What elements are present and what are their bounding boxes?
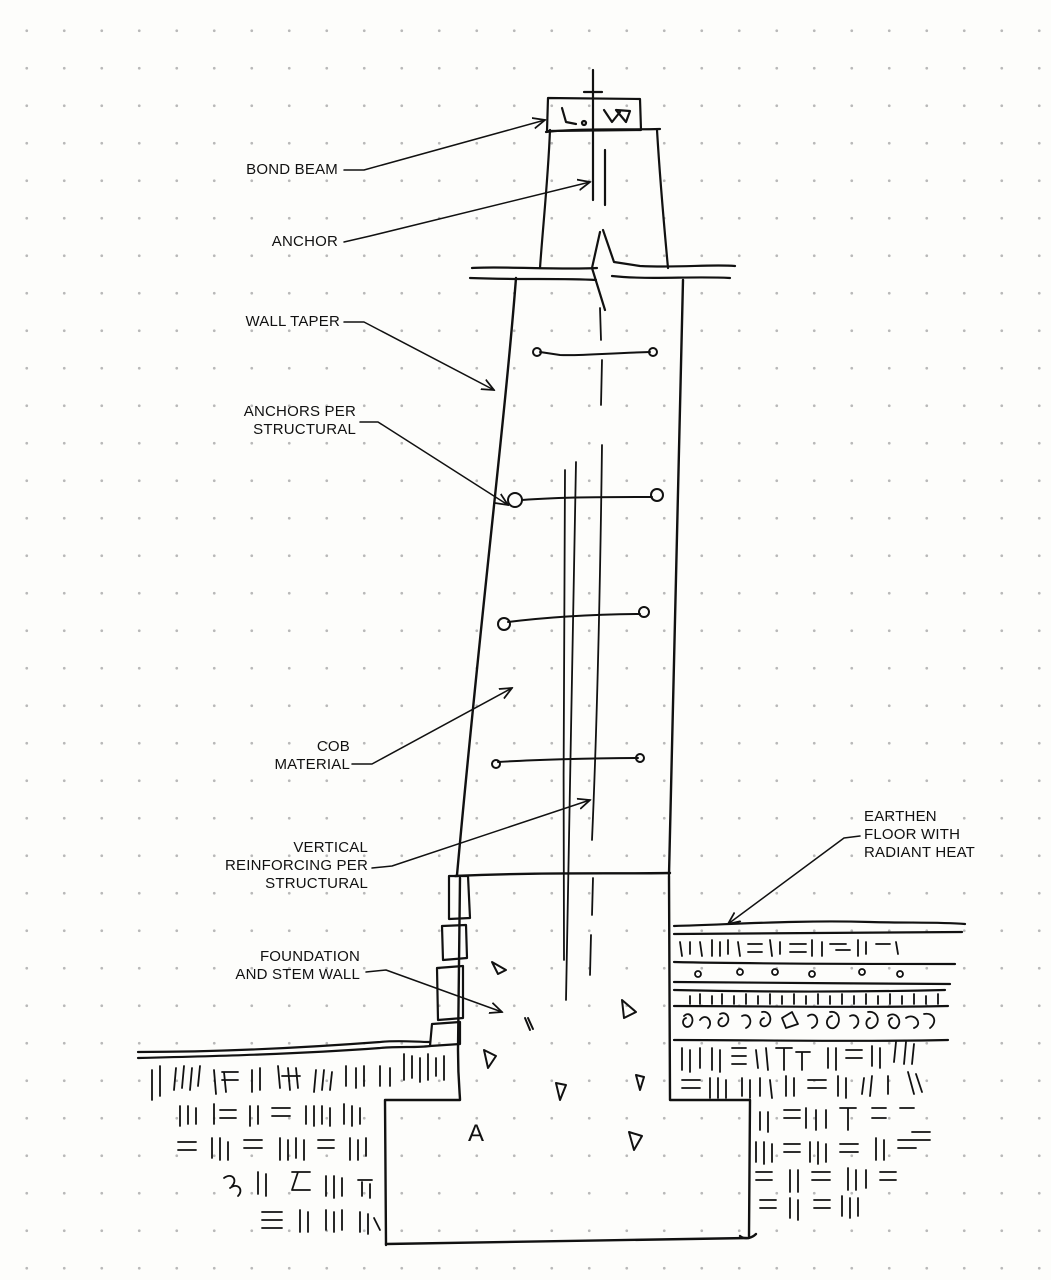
exterior-soil-hatch: [151, 1053, 445, 1235]
concrete-aggregate-marks: [483, 961, 645, 1151]
label-vertical-reinforcing: VERTICAL REINFORCING PER STRUCTURAL: [224, 839, 368, 892]
label-anchors-per-structural: ANCHORS PER STRUCTURAL: [243, 403, 356, 438]
cob-wall: [453, 276, 685, 878]
interior-soil-hatch: [681, 1041, 931, 1221]
roof-line: [468, 228, 737, 312]
top-anchor-rod: [582, 68, 607, 207]
label-wall-taper: WALL TAPER: [245, 313, 340, 330]
leader-lines: [343, 120, 861, 1012]
leader-cob-material: [351, 688, 512, 765]
floor-surface-hatch: [679, 939, 939, 1030]
label-bond-beam: BOND BEAM: [246, 161, 338, 178]
leader-wall-taper: [343, 321, 494, 390]
leader-anchors-per-structural: [359, 421, 508, 505]
leader-earthen-floor: [728, 835, 861, 924]
label-cob-material: COB MATERIAL: [274, 738, 350, 773]
stem-wall-stones: [428, 874, 472, 1048]
footing-mark: A: [468, 1120, 484, 1147]
earthen-floor-layers: [672, 920, 967, 1042]
leader-foundation: [365, 969, 502, 1012]
exterior-grade: [136, 1040, 432, 1060]
foundation: [383, 874, 758, 1247]
label-anchor: ANCHOR: [271, 233, 338, 250]
leader-bond-beam: [343, 120, 545, 171]
vertical-reinforcing-bar: [562, 307, 603, 1001]
leader-vertical-reinforcing: [371, 800, 590, 869]
wall-anchors: [491, 347, 664, 769]
bond-beam: [545, 96, 643, 133]
label-foundation: FOUNDATION AND STEM WALL: [235, 948, 360, 983]
leader-anchor: [343, 182, 590, 243]
label-earthen-floor: EARTHEN FLOOR WITH RADIANT HEAT: [864, 808, 976, 861]
